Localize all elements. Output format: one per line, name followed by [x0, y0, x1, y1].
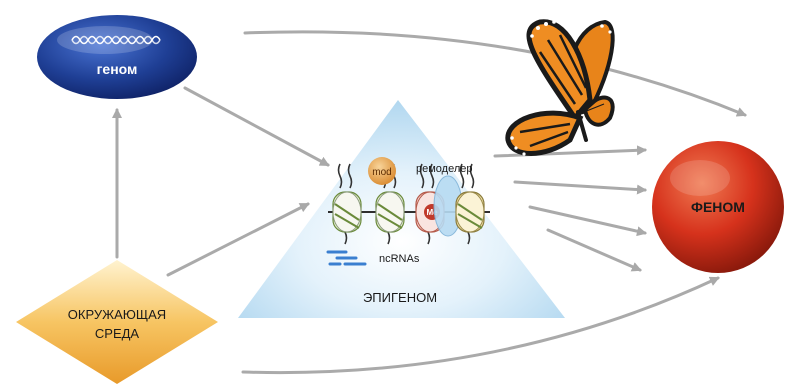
butterfly-icon — [508, 20, 613, 155]
phenome-node: ФЕНОМ — [652, 141, 784, 273]
environment-label-line1: ОКРУЖАЮЩАЯ — [68, 307, 166, 322]
arrow-genome-to-phenome — [245, 32, 745, 115]
genome-node: геном — [37, 15, 197, 99]
arrow-epigenome-to-phenome-2 — [515, 182, 645, 190]
genome-label: геном — [97, 61, 138, 77]
arrow-epigenome-to-phenome-4 — [548, 230, 640, 270]
arrow-genome-to-epigenome — [185, 88, 328, 165]
phenome-label: ФЕНОМ — [691, 199, 745, 215]
environment-label-line2: СРЕДА — [95, 326, 140, 341]
epigenome-label: ЭПИГЕНОМ — [363, 290, 437, 305]
remodeler-label: ремоделер — [416, 163, 473, 175]
environment-node: ОКРУЖАЮЩАЯ СРЕДА — [16, 260, 218, 384]
mod-marker: mod — [368, 157, 396, 185]
ncrna-label: ncRNAs — [379, 253, 420, 265]
mod-label: mod — [372, 167, 391, 178]
